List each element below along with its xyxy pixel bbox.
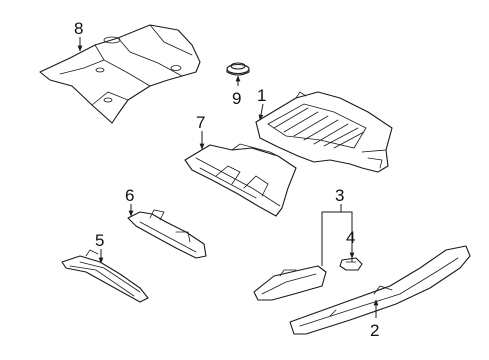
sill-panel bbox=[253, 265, 327, 301]
leader-line-3 bbox=[321, 211, 353, 266]
callout-3: 3 bbox=[335, 186, 344, 205]
callout-2: 2 bbox=[370, 321, 379, 340]
callout-9: 9 bbox=[232, 89, 241, 108]
callout-5: 5 bbox=[95, 231, 104, 250]
bracket bbox=[339, 257, 363, 271]
front-floor-pan bbox=[255, 91, 393, 173]
rocker-reinforcement bbox=[289, 245, 471, 335]
plug bbox=[226, 62, 250, 76]
center-crossmember bbox=[127, 209, 207, 259]
floor-pan-assembly bbox=[39, 24, 201, 124]
callout-4: 4 bbox=[346, 228, 355, 247]
callout-7: 7 bbox=[196, 113, 205, 132]
callout-1: 1 bbox=[257, 86, 266, 105]
front-crossmember bbox=[61, 249, 149, 303]
leader-line-1 bbox=[258, 103, 264, 121]
callout-6: 6 bbox=[125, 186, 134, 205]
rear-crossmember bbox=[184, 143, 297, 217]
callout-8: 8 bbox=[74, 19, 83, 38]
